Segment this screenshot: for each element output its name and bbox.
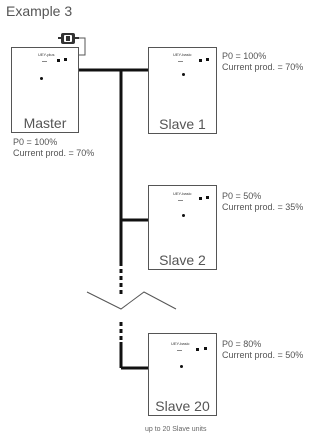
prod-label: Current prod. = 70% xyxy=(13,148,95,158)
unit-model-label: UEY-basic xyxy=(171,341,190,346)
button-icon xyxy=(204,347,207,350)
unit-model-label: UEY-basic xyxy=(173,52,192,57)
button-icon xyxy=(196,348,199,351)
indicator-dot xyxy=(40,77,43,80)
p0-label: P0 = 100% xyxy=(222,51,267,61)
status-indicator xyxy=(42,61,47,62)
unit-model-label: UEY-basic xyxy=(173,191,192,196)
indicator-dot xyxy=(182,73,185,76)
indicator-dot xyxy=(180,365,183,368)
diagram-title: Example 3 xyxy=(6,3,73,19)
button-icon xyxy=(206,58,209,61)
button-icon xyxy=(64,58,67,61)
status-indicator xyxy=(178,200,183,201)
master-info: P0 = 100% Current prod. = 70% xyxy=(13,137,94,159)
slave-1-info: P0 = 100% Current prod. = 70% xyxy=(222,51,303,73)
footer-note: up to 20 Slave units xyxy=(145,426,207,433)
button-icon xyxy=(206,196,209,199)
prod-label: Current prod. = 35% xyxy=(222,202,304,212)
prod-label: Current prod. = 50% xyxy=(222,350,304,360)
slave-20-info: P0 = 80% Current prod. = 50% xyxy=(222,339,303,361)
slave-2-unit: UEY-basic Slave 2 xyxy=(148,185,217,270)
master-unit: UEY-plus Master xyxy=(11,47,79,133)
unit-name: Master xyxy=(23,115,67,131)
p0-label: P0 = 50% xyxy=(222,191,262,201)
p0-label: P0 = 80% xyxy=(222,339,262,349)
unit-model-label: UEY-plus xyxy=(38,52,55,57)
button-icon xyxy=(57,59,60,62)
unit-name: Slave 2 xyxy=(159,252,206,268)
status-indicator xyxy=(178,61,183,62)
button-icon xyxy=(199,59,202,62)
p0-label: P0 = 100% xyxy=(13,137,58,147)
slave-2-info: P0 = 50% Current prod. = 35% xyxy=(222,191,303,213)
indicator-dot xyxy=(182,214,185,217)
prod-label: Current prod. = 70% xyxy=(222,62,304,72)
button-icon xyxy=(199,197,202,200)
connector-plug-icon xyxy=(58,33,86,56)
slave-20-unit: UEY-basic Slave 20 xyxy=(148,333,217,416)
status-indicator xyxy=(177,350,182,351)
break-symbol xyxy=(86,291,177,310)
slave-1-unit: UEY-basic Slave 1 xyxy=(148,47,217,134)
unit-name: Slave 1 xyxy=(159,116,206,132)
unit-name: Slave 20 xyxy=(155,398,210,414)
